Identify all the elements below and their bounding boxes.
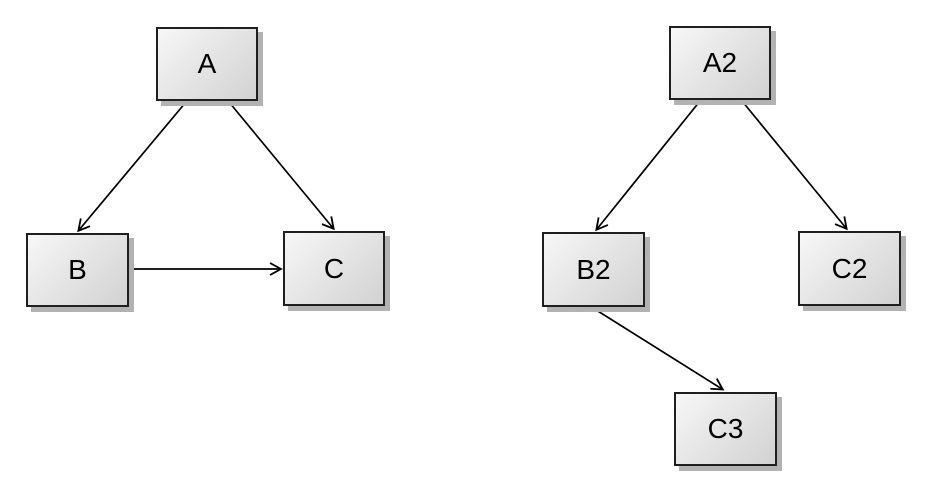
node-C2[interactable]: C2: [798, 231, 901, 306]
node-B2-label: B2: [576, 253, 611, 285]
edge-A-to-B[interactable]: [77, 101, 187, 233]
node-A2[interactable]: A2: [669, 26, 771, 100]
node-B[interactable]: B: [26, 233, 129, 307]
edge-A2-to-B2[interactable]: [595, 100, 701, 232]
node-B2[interactable]: B2: [542, 232, 645, 307]
node-C[interactable]: C: [283, 231, 385, 306]
edge-A2-to-C2[interactable]: [741, 100, 848, 231]
node-A-label: A: [197, 48, 217, 79]
edge-B2-to-C3[interactable]: [592, 307, 725, 391]
node-C3-label: C3: [707, 413, 744, 444]
node-A[interactable]: A: [156, 27, 258, 101]
node-C-label: C: [323, 252, 345, 284]
node-C2-label: C2: [831, 252, 868, 284]
node-B-label: B: [68, 254, 87, 285]
node-C3[interactable]: C3: [674, 392, 777, 466]
node-A2-label: A2: [702, 47, 738, 78]
edge-A-to-C[interactable]: [228, 101, 335, 231]
